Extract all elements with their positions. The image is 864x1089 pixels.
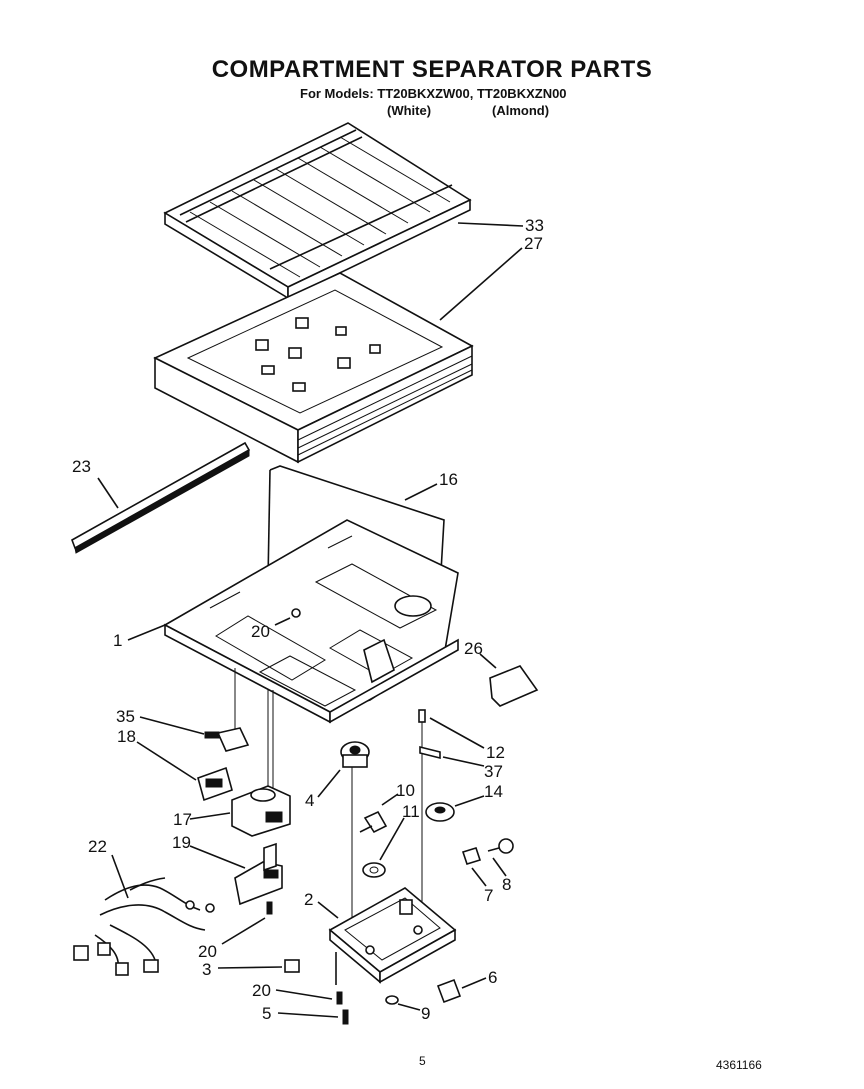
leader-9 [397,1003,421,1011]
bulb-part-8 [487,838,514,854]
shelf-grille-part-33 [163,122,472,300]
screw-part-12 [418,709,426,723]
callout-7: 7 [484,886,493,905]
clip-part-3 [284,959,300,973]
screw-part-20c [336,991,343,1005]
leader-20a [274,617,291,626]
leader-10 [381,793,399,806]
cover-part-19 [234,842,283,906]
control-bracket-part-2 [328,887,457,985]
control-housing-part-17 [231,785,291,837]
callout-22: 22 [88,837,107,856]
bracket-part-18 [197,766,233,802]
leader-1 [127,624,166,641]
wire-harness-part-22 [73,877,215,976]
leader-26 [479,653,497,669]
screw-part-5 [342,1009,349,1025]
leader-2 [317,901,339,919]
screw-part-20b [266,901,273,915]
leader-11 [379,817,405,861]
callout-20b: 20 [198,942,217,961]
trim-strip-part-23 [71,441,251,554]
callout-1: 1 [113,631,122,650]
leader-19 [189,845,246,869]
grommet-part-14 [425,802,455,822]
callout-19: 19 [172,833,191,852]
callout-4: 4 [305,791,314,810]
callout-27: 27 [524,234,543,253]
color-white-label: (White) [387,103,432,118]
panel-wires [234,668,274,790]
leader-8 [492,857,507,877]
leader-3 [217,966,283,969]
leader-17 [189,812,231,820]
leader-12 [429,717,485,749]
callout-16: 16 [439,470,458,489]
leader-4 [317,769,341,798]
callout-2: 2 [304,890,313,909]
socket-part-7 [461,847,482,865]
callout-12: 12 [486,743,505,762]
callout-9: 9 [421,1004,430,1023]
leader-27 [439,247,523,321]
leader-20b [221,917,266,945]
callout-35: 35 [116,707,135,726]
callout-20a: 20 [251,622,270,641]
callout-14: 14 [484,782,503,801]
heater-wire-part-16-side [267,469,271,581]
callout-18: 18 [117,727,136,746]
leader-18 [136,741,197,781]
callout-20c: 20 [252,981,271,1000]
callout-5: 5 [262,1004,271,1023]
leader-20c [275,989,333,1000]
leader-35 [139,716,205,735]
callout-10: 10 [396,781,415,800]
callout-26: 26 [464,639,483,658]
leader-16 [404,483,438,501]
page-number: 5 [419,1054,426,1068]
callout-17: 17 [173,810,192,829]
leader-37 [442,756,485,767]
damper-part-10 [359,810,388,834]
leader-33 [457,222,524,227]
separator-frame-part-27 [153,272,474,464]
models-line: For Models: TT20BKXZW00, TT20BKXZN00 [300,86,567,101]
callout-8: 8 [502,875,511,894]
callout-33: 33 [525,216,544,235]
grommet-part-11 [362,862,386,878]
callout-3: 3 [202,960,211,979]
page-title: COMPARTMENT SEPARATOR PARTS [211,56,653,83]
leader-14 [454,795,485,807]
leader-22 [111,854,129,899]
nut-part-9 [385,995,399,1005]
document-number: 4361166 [716,1058,762,1072]
callout-37: 37 [484,762,503,781]
callout-11: 11 [402,802,420,821]
switch-part-35 [204,727,250,752]
separator-panel-part-1 [163,519,459,724]
callout-23: 23 [72,457,91,476]
leader-5 [277,1012,339,1018]
callout-6: 6 [488,968,497,987]
leader-7 [471,867,487,887]
leader-23 [97,477,119,509]
gasket-part-37 [419,745,441,760]
insulation-part-26 [489,665,539,707]
leader-6 [461,977,487,989]
color-almond-label: (Almond) [492,103,550,118]
light-socket-part-6 [436,978,462,1004]
